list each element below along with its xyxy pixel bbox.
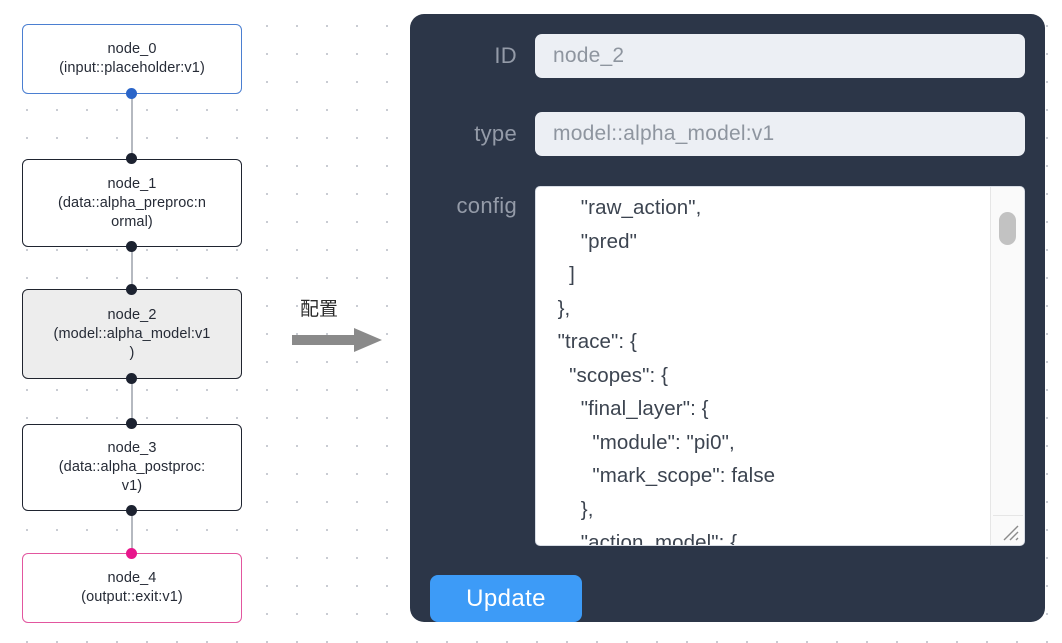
config-field-row: config "raw_action", "pred" ] }, "trace"…: [410, 186, 1025, 546]
port-node_3-output[interactable]: [126, 505, 137, 516]
resize-handle-icon[interactable]: [993, 515, 1023, 544]
config-field-label: config: [456, 193, 517, 218]
port-node_1-output[interactable]: [126, 241, 137, 252]
port-node_3-input[interactable]: [126, 418, 137, 429]
graph-node-node_4[interactable]: node_4 (output::exit:v1): [22, 553, 242, 623]
port-node_1-input[interactable]: [126, 153, 137, 164]
type-field-row: type model::alpha_model:v1: [410, 112, 1025, 156]
node-label-node_1: node_1 (data::alpha_preproc:n ormal): [57, 175, 207, 230]
config-textarea[interactable]: "raw_action", "pred" ] }, "trace": { "sc…: [557, 196, 776, 545]
node-config-panel: ID node_2 type model::alpha_model:v1 con…: [410, 14, 1045, 622]
graph-node-node_0[interactable]: node_0 (input::placeholder:v1): [22, 24, 242, 94]
annotation-arrow-group: 配置: [292, 296, 392, 359]
type-input[interactable]: model::alpha_model:v1: [535, 112, 1025, 156]
config-scrollbar-thumb[interactable]: [999, 212, 1016, 245]
update-button[interactable]: Update: [430, 575, 582, 622]
graph-node-node_3[interactable]: node_3 (data::alpha_postproc: v1): [22, 424, 242, 511]
edge-node3-node4[interactable]: [131, 509, 133, 555]
id-field-row: ID node_2: [410, 34, 1025, 78]
edge-node2-node3[interactable]: [131, 377, 133, 427]
node-label-node_2: node_2 (model::alpha_model:v1 ): [53, 306, 211, 361]
graph-node-node_2[interactable]: node_2 (model::alpha_model:v1 ): [22, 289, 242, 379]
node-label-node_3: node_3 (data::alpha_postproc: v1): [58, 440, 206, 494]
edge-node1-node2[interactable]: [131, 245, 133, 293]
port-node_4-input[interactable]: [126, 548, 137, 559]
node-label-node_0: node_0 (input::placeholder:v1): [59, 41, 205, 76]
type-field-label: type: [474, 121, 517, 146]
config-textarea-wrapper[interactable]: "raw_action", "pred" ] }, "trace": { "sc…: [535, 186, 1025, 546]
right-arrow-icon: [292, 326, 392, 359]
edge-node0-node1[interactable]: [131, 92, 133, 162]
annotation-caption: 配置: [300, 298, 339, 320]
config-scrollbar[interactable]: [990, 187, 1024, 545]
node-label-node_4: node_4 (output::exit:v1): [81, 570, 183, 605]
port-node_0-output[interactable]: [126, 88, 137, 99]
port-node_2-input[interactable]: [126, 284, 137, 295]
id-field-label: ID: [494, 43, 517, 68]
port-node_2-output[interactable]: [126, 373, 137, 384]
id-input[interactable]: node_2: [535, 34, 1025, 78]
graph-node-node_1[interactable]: node_1 (data::alpha_preproc:n ormal): [22, 159, 242, 247]
